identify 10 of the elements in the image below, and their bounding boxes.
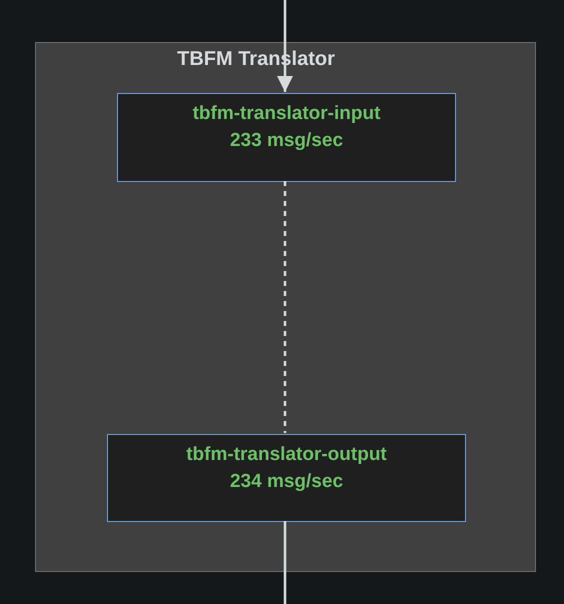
node-name: tbfm-translator-input [192, 103, 380, 125]
process-box [117, 93, 456, 182]
rate-text: 233 msg/sec [230, 130, 344, 152]
process-box [107, 434, 466, 522]
node-name: tbfm-translator-output [186, 444, 387, 466]
connector-line [284, 521, 286, 604]
connector-line [284, 181, 286, 433]
arrow [277, 0, 293, 92]
rate-text: 234 msg/sec [230, 471, 344, 493]
group-panel [35, 42, 536, 572]
